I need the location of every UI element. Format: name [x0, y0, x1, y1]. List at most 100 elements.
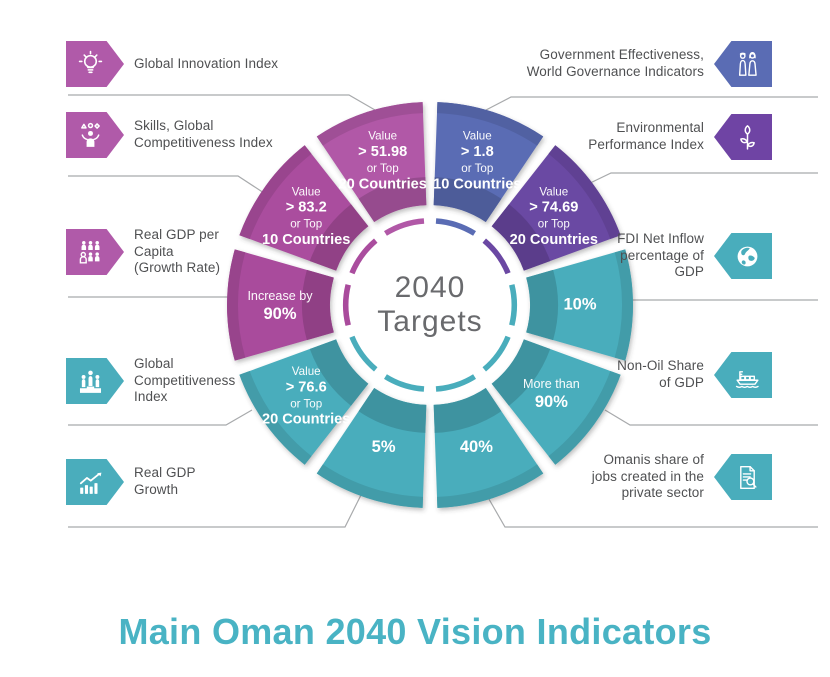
donut-center: [352, 227, 508, 383]
donut-segment-shape: [482, 335, 511, 372]
center-label-word: Targets: [377, 305, 482, 338]
donut-segment-shape: [437, 464, 544, 508]
population-icon: [74, 240, 100, 269]
donut-segment-label: or Top: [290, 218, 322, 231]
donut-segment-label: 90%: [535, 393, 568, 411]
donut-segment-shape: [309, 204, 369, 271]
indicator-row-non-oil-share: Non-Oil Share of GDP: [617, 345, 772, 405]
donut-segment-7: Increase by 90%: [227, 249, 351, 361]
donut-segment-shape: [342, 284, 351, 326]
donut-segment-label: 10 Countries: [262, 232, 350, 248]
donut-segment-label: or Top: [290, 398, 322, 411]
document-search-icon: [731, 461, 764, 494]
callout-line-right-5: [481, 486, 818, 528]
donut-segment-shape: [239, 371, 312, 465]
indicator-row-global-competitiveness: Global Competitiveness Index: [66, 351, 235, 411]
donut-segment-shape: [482, 238, 511, 275]
donut-segment-label: 10%: [563, 296, 596, 314]
donut-segment-shape: [239, 145, 312, 239]
page-title: Main Oman 2040 Vision Indicators: [118, 611, 712, 652]
indicator-label: Skills, Global Competitiveness Index: [134, 118, 273, 150]
donut-segment-shape: [491, 339, 551, 406]
donut-segment-label: > 51.98: [358, 144, 407, 160]
donut-segment-shape: [435, 374, 476, 392]
indicator-label: Global Competitiveness Index: [134, 355, 236, 405]
donut-segment-label: > 83.2: [286, 200, 327, 216]
donut-segment-label: Value: [292, 365, 321, 378]
donut-segment-shape: [301, 269, 334, 341]
callout-line-left-5: [68, 486, 366, 528]
donut-segment-label: 40%: [460, 438, 493, 456]
indicator-badge: [714, 41, 772, 87]
donut-segment-shape: [384, 374, 425, 392]
callout-line-left-2: [68, 175, 265, 194]
donut-segment-label: Value: [368, 130, 397, 143]
ship-icon: [731, 359, 764, 392]
donut-segment-label: > 76.6: [286, 379, 327, 395]
donut-segment-shape: [437, 102, 544, 146]
indicator-label: Real GDP per Capita (Growth Rate): [134, 226, 221, 276]
donut-segment-shape: [509, 284, 518, 326]
donut-segment-shape: [384, 218, 425, 236]
callout-line-right-1: [485, 96, 818, 111]
indicator-label: Environmental Performance Index: [588, 120, 704, 152]
donut-segment-shape: [349, 335, 378, 372]
indicator-badge: [66, 358, 124, 404]
donut-segment-shape: [227, 249, 246, 361]
indicator-row-gdp-per-capita: Real GDP per Capita (Growth Rate): [66, 222, 220, 282]
indicator-badge: [714, 233, 772, 279]
donut-segment-shape: [491, 204, 551, 271]
donut-segment-shape: [309, 339, 369, 406]
donut-segment-label: > 1.8: [461, 144, 494, 160]
juggler-icon: [74, 119, 107, 147]
donut-segment-shape: [358, 177, 427, 222]
donut-segment-label: or Top: [461, 162, 493, 175]
donut-segment-label: Value: [539, 185, 568, 198]
donut-segment-label: Increase by: [247, 289, 313, 303]
donut-segment-label: 5%: [372, 438, 396, 456]
donut-segment-label: > 74.69: [529, 200, 578, 216]
indicator-label: Non-Oil Share of GDP: [617, 358, 704, 390]
indicator-badge: [66, 459, 124, 505]
indicator-badge: [714, 454, 772, 500]
indicator-label: Global Innovation Index: [134, 55, 279, 71]
globe-icon: [737, 246, 758, 266]
donut-segment-shape: [614, 249, 633, 361]
donut-segment-label: More than: [523, 377, 580, 391]
indicator-row-government-effectiveness: Government Effectiveness, World Governan…: [527, 34, 772, 94]
indicator-badge: [714, 352, 772, 398]
donut-segment-3: More than 90%: [482, 335, 621, 465]
donut-segment-shape: [433, 388, 502, 433]
indicator-row-global-innovation: Global Innovation Index: [66, 34, 278, 94]
indicator-row-omanis-jobs: Omanis share of jobs created in the priv…: [592, 447, 772, 507]
indicator-badge: [714, 114, 772, 160]
donut-segment-label: or Top: [367, 162, 399, 175]
indicator-row-skills: Skills, Global Competitiveness Index: [66, 105, 273, 165]
donut-segment-label: Value: [292, 185, 321, 198]
donut-segment-shape: [548, 371, 621, 465]
growth-chart-icon: [74, 472, 102, 494]
donut-segment-label: 10 Countries: [433, 176, 521, 192]
donut-segment-label: 90%: [263, 305, 296, 323]
donut-segment-shape: [433, 177, 502, 222]
plant-icon: [731, 121, 764, 154]
donut-segment-shape: [316, 102, 423, 146]
donut-segment-label: 20 Countries: [262, 412, 350, 428]
donut-segment-label: Value: [463, 130, 492, 143]
podium-icon: [79, 370, 102, 393]
donut-segment-shape: [548, 145, 621, 239]
callout-line-right-4: [604, 409, 818, 426]
indicator-label: Real GDP Growth: [134, 465, 196, 497]
callout-line-left-1: [68, 94, 376, 111]
callout-line-right-2: [583, 172, 818, 187]
donut-segment-shape: [435, 218, 476, 236]
indicator-label: Omanis share of jobs created in the priv…: [591, 451, 704, 501]
callout-lines: [68, 94, 818, 528]
donut-segment-shape: [358, 388, 427, 433]
